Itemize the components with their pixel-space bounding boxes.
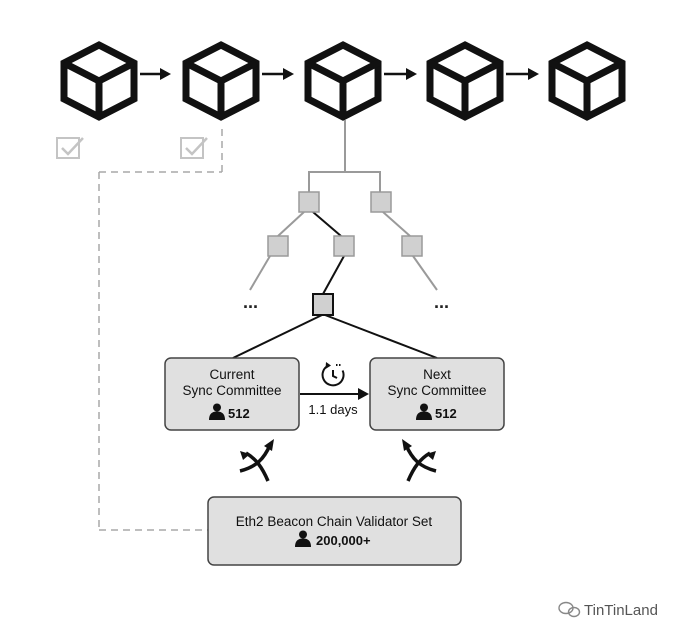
- tree-node: [298, 191, 320, 213]
- checkbox-check-icon: [179, 136, 209, 160]
- validator-set-count: 200,000+: [316, 533, 371, 548]
- cube-icon: [64, 45, 134, 117]
- next-committee-line1: Next: [423, 367, 451, 382]
- cube-icon: [552, 45, 622, 117]
- merkle-tree: ... ...: [232, 120, 449, 359]
- committee-rotation: 1.1 days: [300, 362, 369, 417]
- validator-set-title: Eth2 Beacon Chain Validator Set: [236, 514, 433, 529]
- watermark: TinTinLand: [558, 601, 658, 619]
- block-arrows: [140, 68, 539, 80]
- dashed-links: [98, 125, 223, 531]
- current-committee-line1: Current: [209, 367, 254, 382]
- crossing-arrows-icon: [239, 439, 274, 482]
- cube-icon: [186, 45, 256, 117]
- wechat-icon: [558, 601, 581, 618]
- crossing-arrows-icon: [402, 439, 437, 482]
- next-committee-count: 512: [435, 406, 457, 421]
- watermark-text: TinTinLand: [584, 602, 658, 619]
- next-sync-committee-box: Next Sync Committee 512: [369, 357, 505, 431]
- checkbox-check-icon: [55, 136, 85, 160]
- cube-icon: [308, 45, 378, 117]
- rotation-period-label: 1.1 days: [308, 402, 358, 417]
- block-chain: [64, 45, 622, 117]
- tree-node: [370, 191, 392, 213]
- tree-node: [267, 235, 289, 257]
- validator-set-box: Eth2 Beacon Chain Validator Set 200,000+: [207, 496, 462, 566]
- tree-node: [401, 235, 423, 257]
- next-committee-line2: Sync Committee: [387, 383, 486, 398]
- tree-node: [333, 235, 355, 257]
- clock-rotate-icon: [321, 362, 345, 387]
- current-committee-count: 512: [228, 406, 250, 421]
- current-sync-committee-box: Current Sync Committee 512: [164, 357, 300, 431]
- tree-leaf-committee: [312, 293, 334, 316]
- current-committee-line2: Sync Committee: [182, 383, 281, 398]
- tree-ellipsis-right: ...: [434, 292, 449, 312]
- tree-ellipsis-left: ...: [243, 292, 258, 312]
- cube-icon: [430, 45, 500, 117]
